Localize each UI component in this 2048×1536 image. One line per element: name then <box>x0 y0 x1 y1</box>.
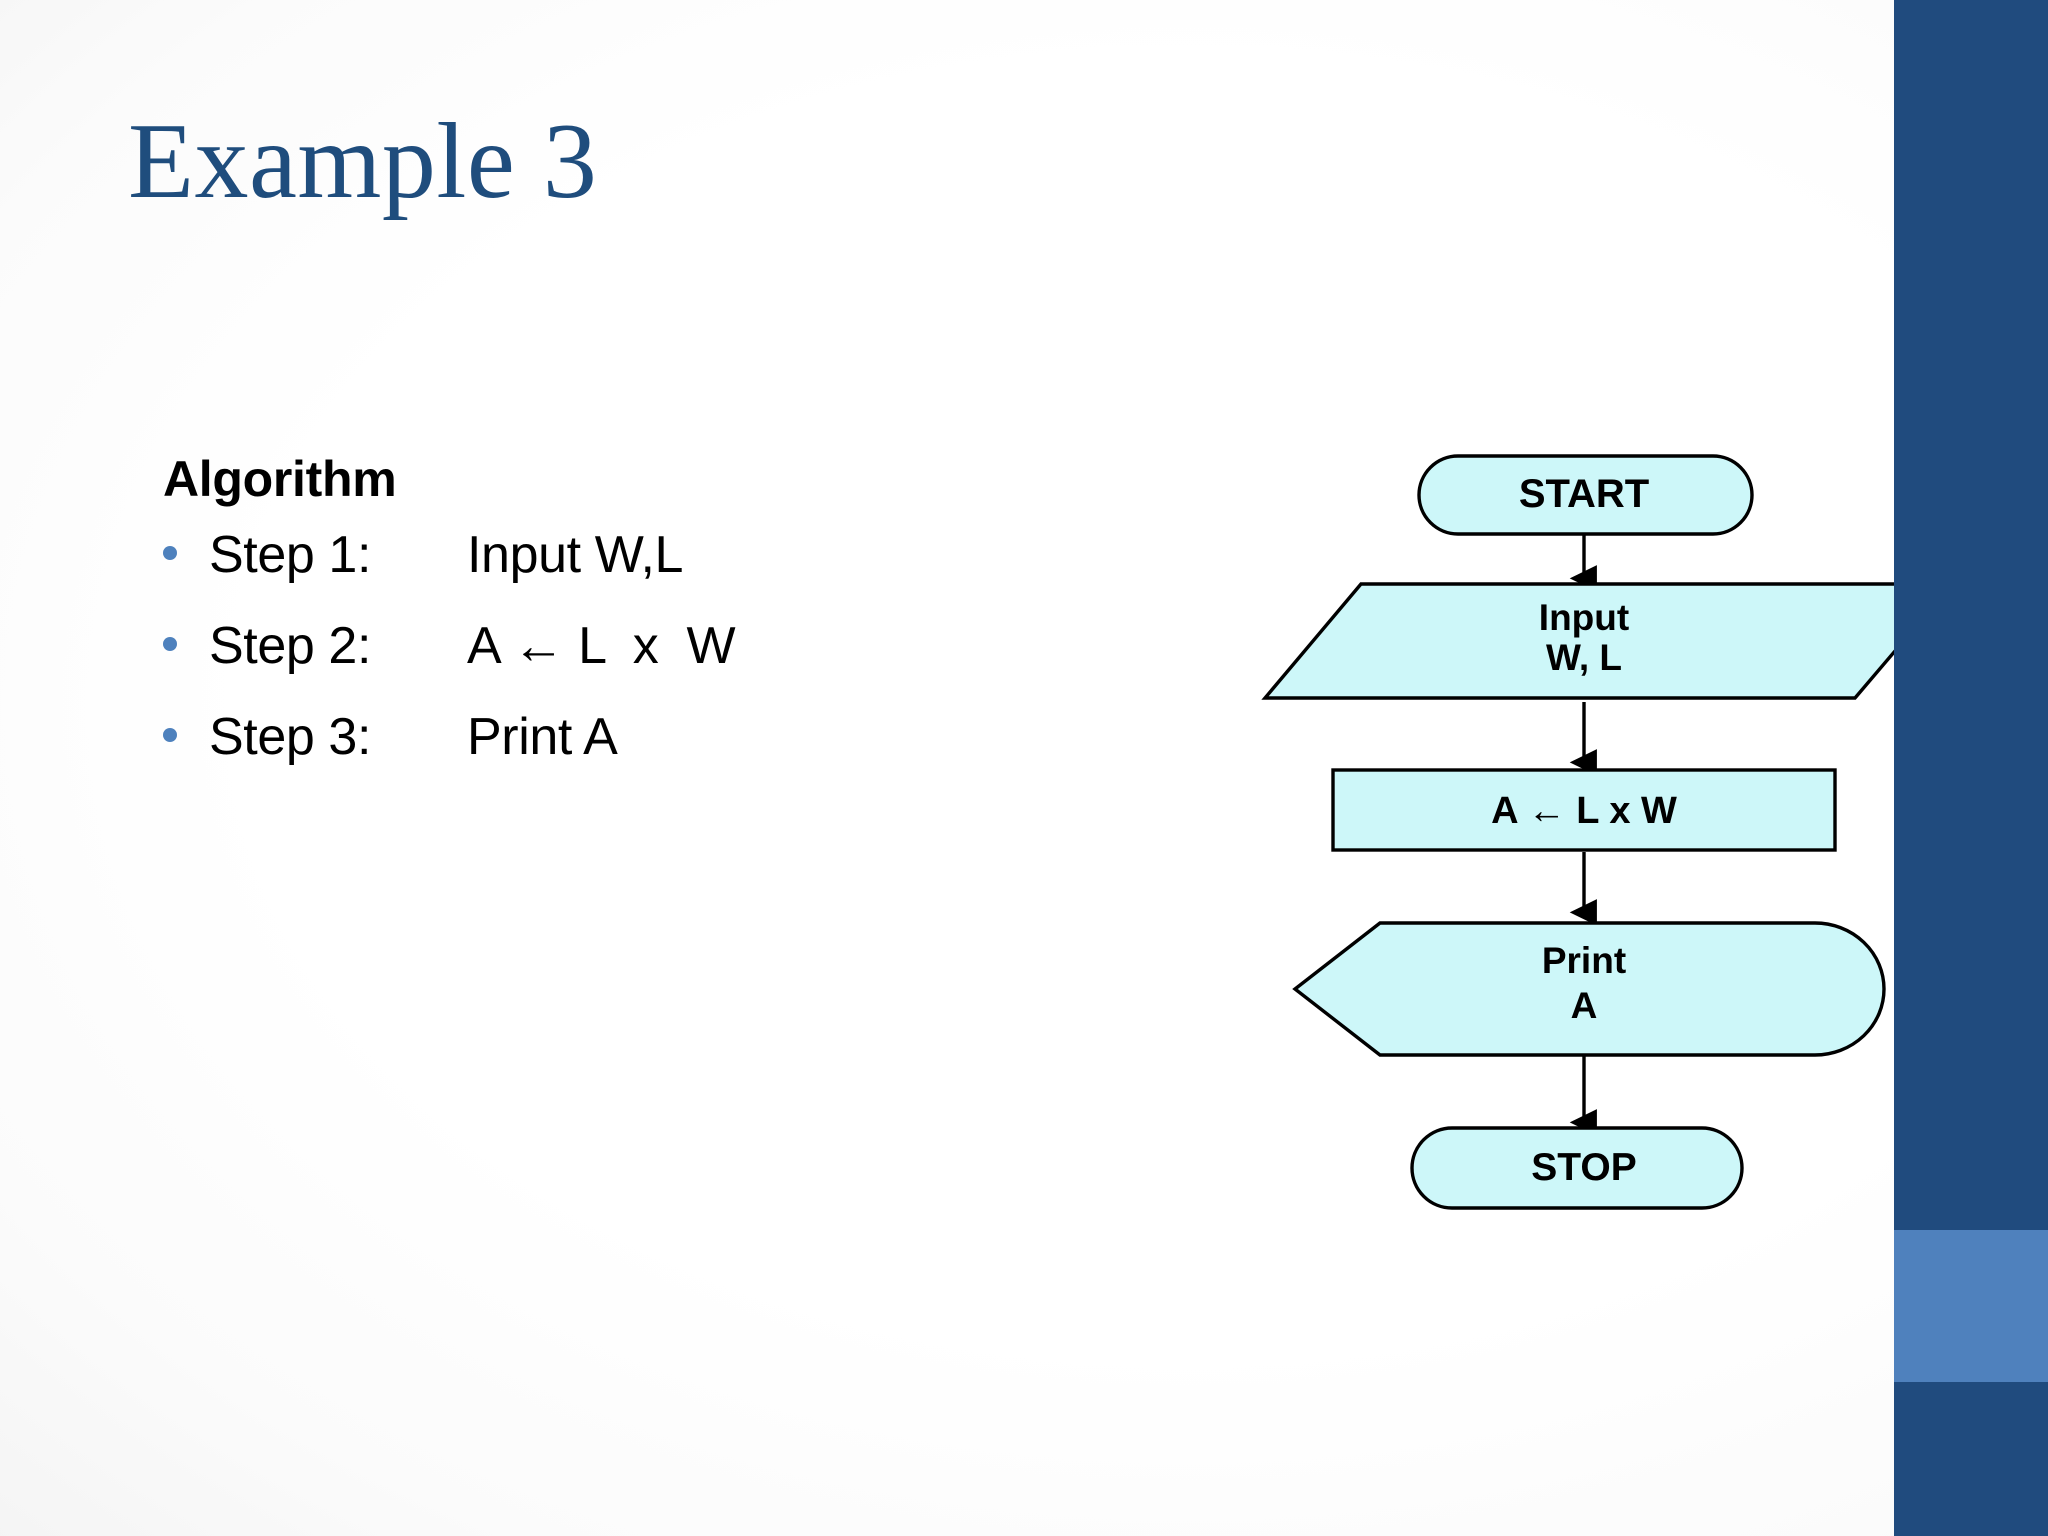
terminator-shape-stop <box>1410 1126 1744 1210</box>
flowchart-node-process[interactable]: A ← L x W <box>1331 768 1837 852</box>
algorithm-step-1: Step 1: Input W,L <box>163 529 1043 620</box>
step-2-value: A ← L x W <box>467 617 736 675</box>
flowchart-stop-label: STOP <box>1531 1146 1636 1189</box>
step-2-label: Step 2: <box>209 617 371 675</box>
flowchart-input-label-line2: W, L <box>1546 637 1622 678</box>
flowchart-process-label: A ← L x W <box>1491 790 1677 832</box>
algorithm-block: Algorithm Step 1: Input W,L Step 2: A ← … <box>163 452 1043 802</box>
bullet-icon <box>163 637 177 651</box>
flowchart-input-label-line1: Input <box>1539 597 1629 638</box>
flowchart-node-input[interactable]: Input W, L <box>1261 582 1956 700</box>
flowchart-start-label: START <box>1519 472 1649 516</box>
flowchart-output-label-line1: Print <box>1542 940 1626 981</box>
rectangle-shape-process <box>1331 768 1837 852</box>
algorithm-heading: Algorithm <box>163 451 397 507</box>
terminator-shape-start <box>1417 454 1754 536</box>
step-1-value: Input W,L <box>467 526 684 584</box>
flowchart-node-stop[interactable]: STOP <box>1410 1126 1744 1210</box>
parallelogram-shape-input <box>1261 582 1956 700</box>
algorithm-step-3: Step 3: Print A <box>163 711 1043 802</box>
flowchart-node-start[interactable]: START <box>1417 454 1754 536</box>
bullet-icon <box>163 546 177 560</box>
decorative-sidebar <box>1894 0 2048 1536</box>
flowchart-diagram: START Input W, L A ← L x W Print A <box>1180 440 1970 1450</box>
step-3-label: Step 3: <box>209 708 371 766</box>
display-shape-output <box>1292 921 1886 1057</box>
sidebar-accent-band <box>1894 1230 2048 1382</box>
flowchart-node-output[interactable]: Print A <box>1292 921 1886 1057</box>
step-3-value: Print A <box>467 708 618 766</box>
step-1-label: Step 1: <box>209 526 371 584</box>
algorithm-step-2: Step 2: A ← L x W <box>163 620 1043 711</box>
flowchart-output-label-line2: A <box>1571 985 1598 1026</box>
page-title: Example 3 <box>128 102 598 221</box>
bullet-icon <box>163 728 177 742</box>
